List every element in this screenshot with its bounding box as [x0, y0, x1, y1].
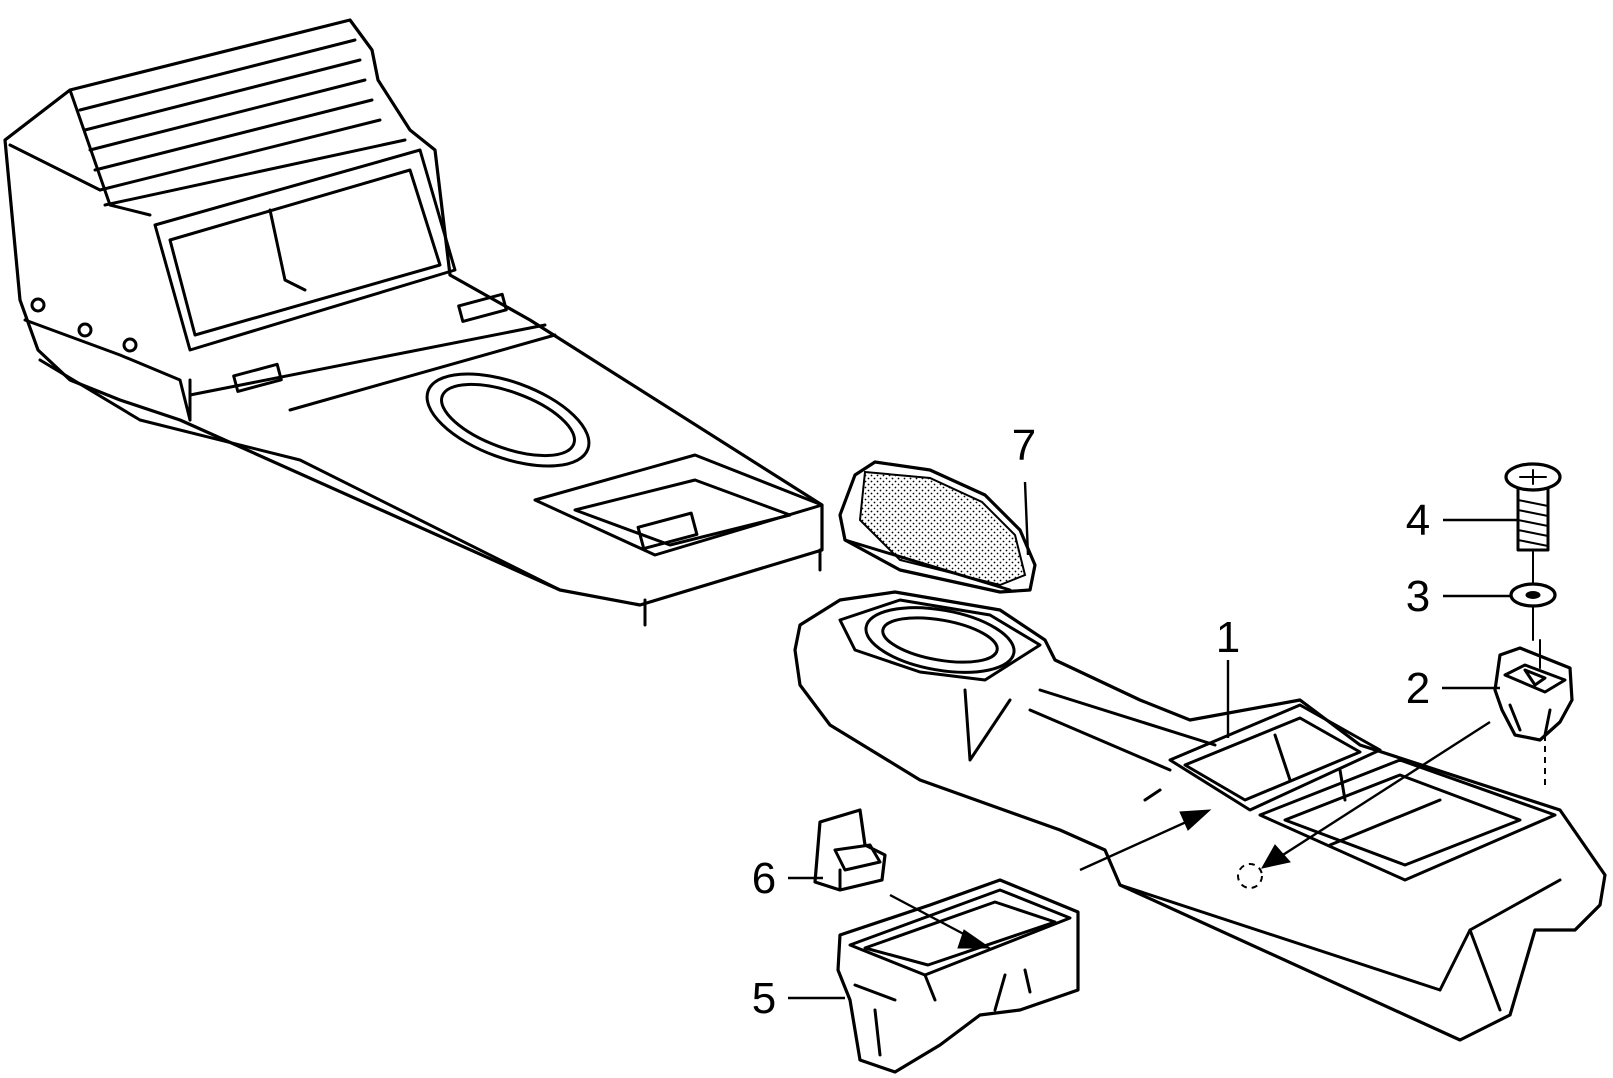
bin-insert-part-5: [836, 878, 1080, 1074]
upper-console-housing: [3, 18, 824, 627]
assembly-arrows: [889, 720, 1491, 949]
callout-label-1: 1: [1216, 613, 1240, 662]
callout-leaders: [788, 481, 1518, 1000]
screw-part-4: [1504, 462, 1562, 585]
callout-label-3: 3: [1406, 572, 1430, 621]
clip-part-6: [813, 808, 887, 892]
washer-part-3: [1509, 582, 1557, 641]
callout-label-2: 2: [1406, 664, 1430, 713]
callout-label-6: 6: [752, 854, 776, 903]
clip-nut-part-2: [1493, 639, 1574, 790]
callout-label-5: 5: [752, 974, 776, 1023]
cover-part-7: [838, 460, 1037, 594]
callout-label-7: 7: [1012, 421, 1036, 470]
callout-label-4: 4: [1406, 496, 1430, 545]
